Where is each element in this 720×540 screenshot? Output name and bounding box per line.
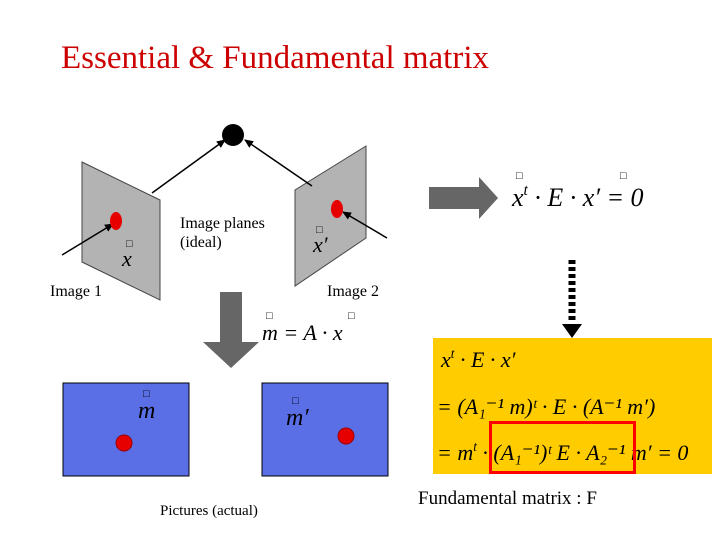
- essential-lhs: x: [512, 182, 524, 212]
- derivation-line-3: = mt · (A₁⁻¹)ᵗ E · A₂⁻¹ m′ = 0: [437, 439, 688, 466]
- pictures-actual-label: Pictures (actual): [160, 503, 258, 519]
- symbol-x: x: [122, 246, 132, 271]
- line3-sup: t: [473, 439, 477, 454]
- essential-sup: t: [523, 182, 528, 199]
- implies-arrow-down: [203, 292, 259, 368]
- symbol-x-prime: x′: [313, 232, 328, 257]
- picture-2: [261, 382, 389, 477]
- ray-1-lower: [61, 223, 114, 256]
- fundamental-derivation-box: xt · E · x′ = (A₁⁻¹ m)ᵗ · E · (A⁻¹ m′) =…: [433, 338, 712, 474]
- fundamental-matrix-label: Fundamental matrix : F: [418, 488, 597, 509]
- line3-a: = m: [437, 440, 474, 466]
- image2-label: Image 2: [327, 283, 379, 300]
- hat-essential-x-prime: □: [620, 170, 627, 182]
- derivation-line-2: = (A₁⁻¹ m)ᵗ · E · (A⁻¹ m′): [437, 394, 656, 419]
- essential-mid: · E · x′ = 0: [527, 182, 644, 212]
- ray-2-lower: [342, 211, 388, 239]
- projected-point-2: [331, 200, 343, 218]
- ideal-label: (ideal): [180, 234, 222, 251]
- hat-x: □: [126, 238, 133, 250]
- picture-point-1: [115, 434, 133, 452]
- ray-1-upper: [151, 139, 226, 194]
- hat-mapping-m: □: [266, 310, 273, 322]
- picture-point-2: [337, 427, 355, 445]
- line3-c: m′ = 0: [625, 440, 689, 466]
- hat-essential-x: □: [516, 170, 523, 182]
- slide-title: Essential & Fundamental matrix: [61, 40, 490, 76]
- line1-b: · E · x′: [454, 347, 516, 373]
- hat-mapping-x: □: [348, 310, 355, 322]
- hat-m-prime: □: [292, 395, 299, 407]
- picture-1: [62, 382, 190, 477]
- mapping-equation: m = A · x: [262, 320, 343, 345]
- hat-x-prime: □: [316, 224, 323, 236]
- symbol-m: m: [138, 398, 156, 424]
- ray-2-upper: [244, 139, 313, 187]
- image-plane-2: [294, 145, 367, 287]
- image-plane-1: [81, 161, 161, 301]
- image-planes-label: Image planes: [180, 215, 265, 232]
- dotted-arrow-head: [562, 324, 582, 338]
- line1-sup: t: [450, 346, 455, 361]
- hat-m: □: [143, 388, 150, 400]
- symbol-m-prime: m′: [286, 405, 309, 431]
- projected-point-1: [110, 212, 122, 230]
- line3-b: · (A₁⁻¹)ᵗ E · A₂⁻¹: [476, 440, 626, 466]
- world-point: [222, 124, 244, 146]
- fundamental-matrix-highlight: [489, 421, 636, 474]
- essential-equation: xt · E · x′ = 0: [512, 182, 644, 213]
- line1-a: x: [441, 347, 451, 373]
- image1-label: Image 1: [50, 283, 102, 300]
- derivation-line-1: xt · E · x′: [441, 346, 515, 373]
- implies-arrow-right: [429, 177, 498, 219]
